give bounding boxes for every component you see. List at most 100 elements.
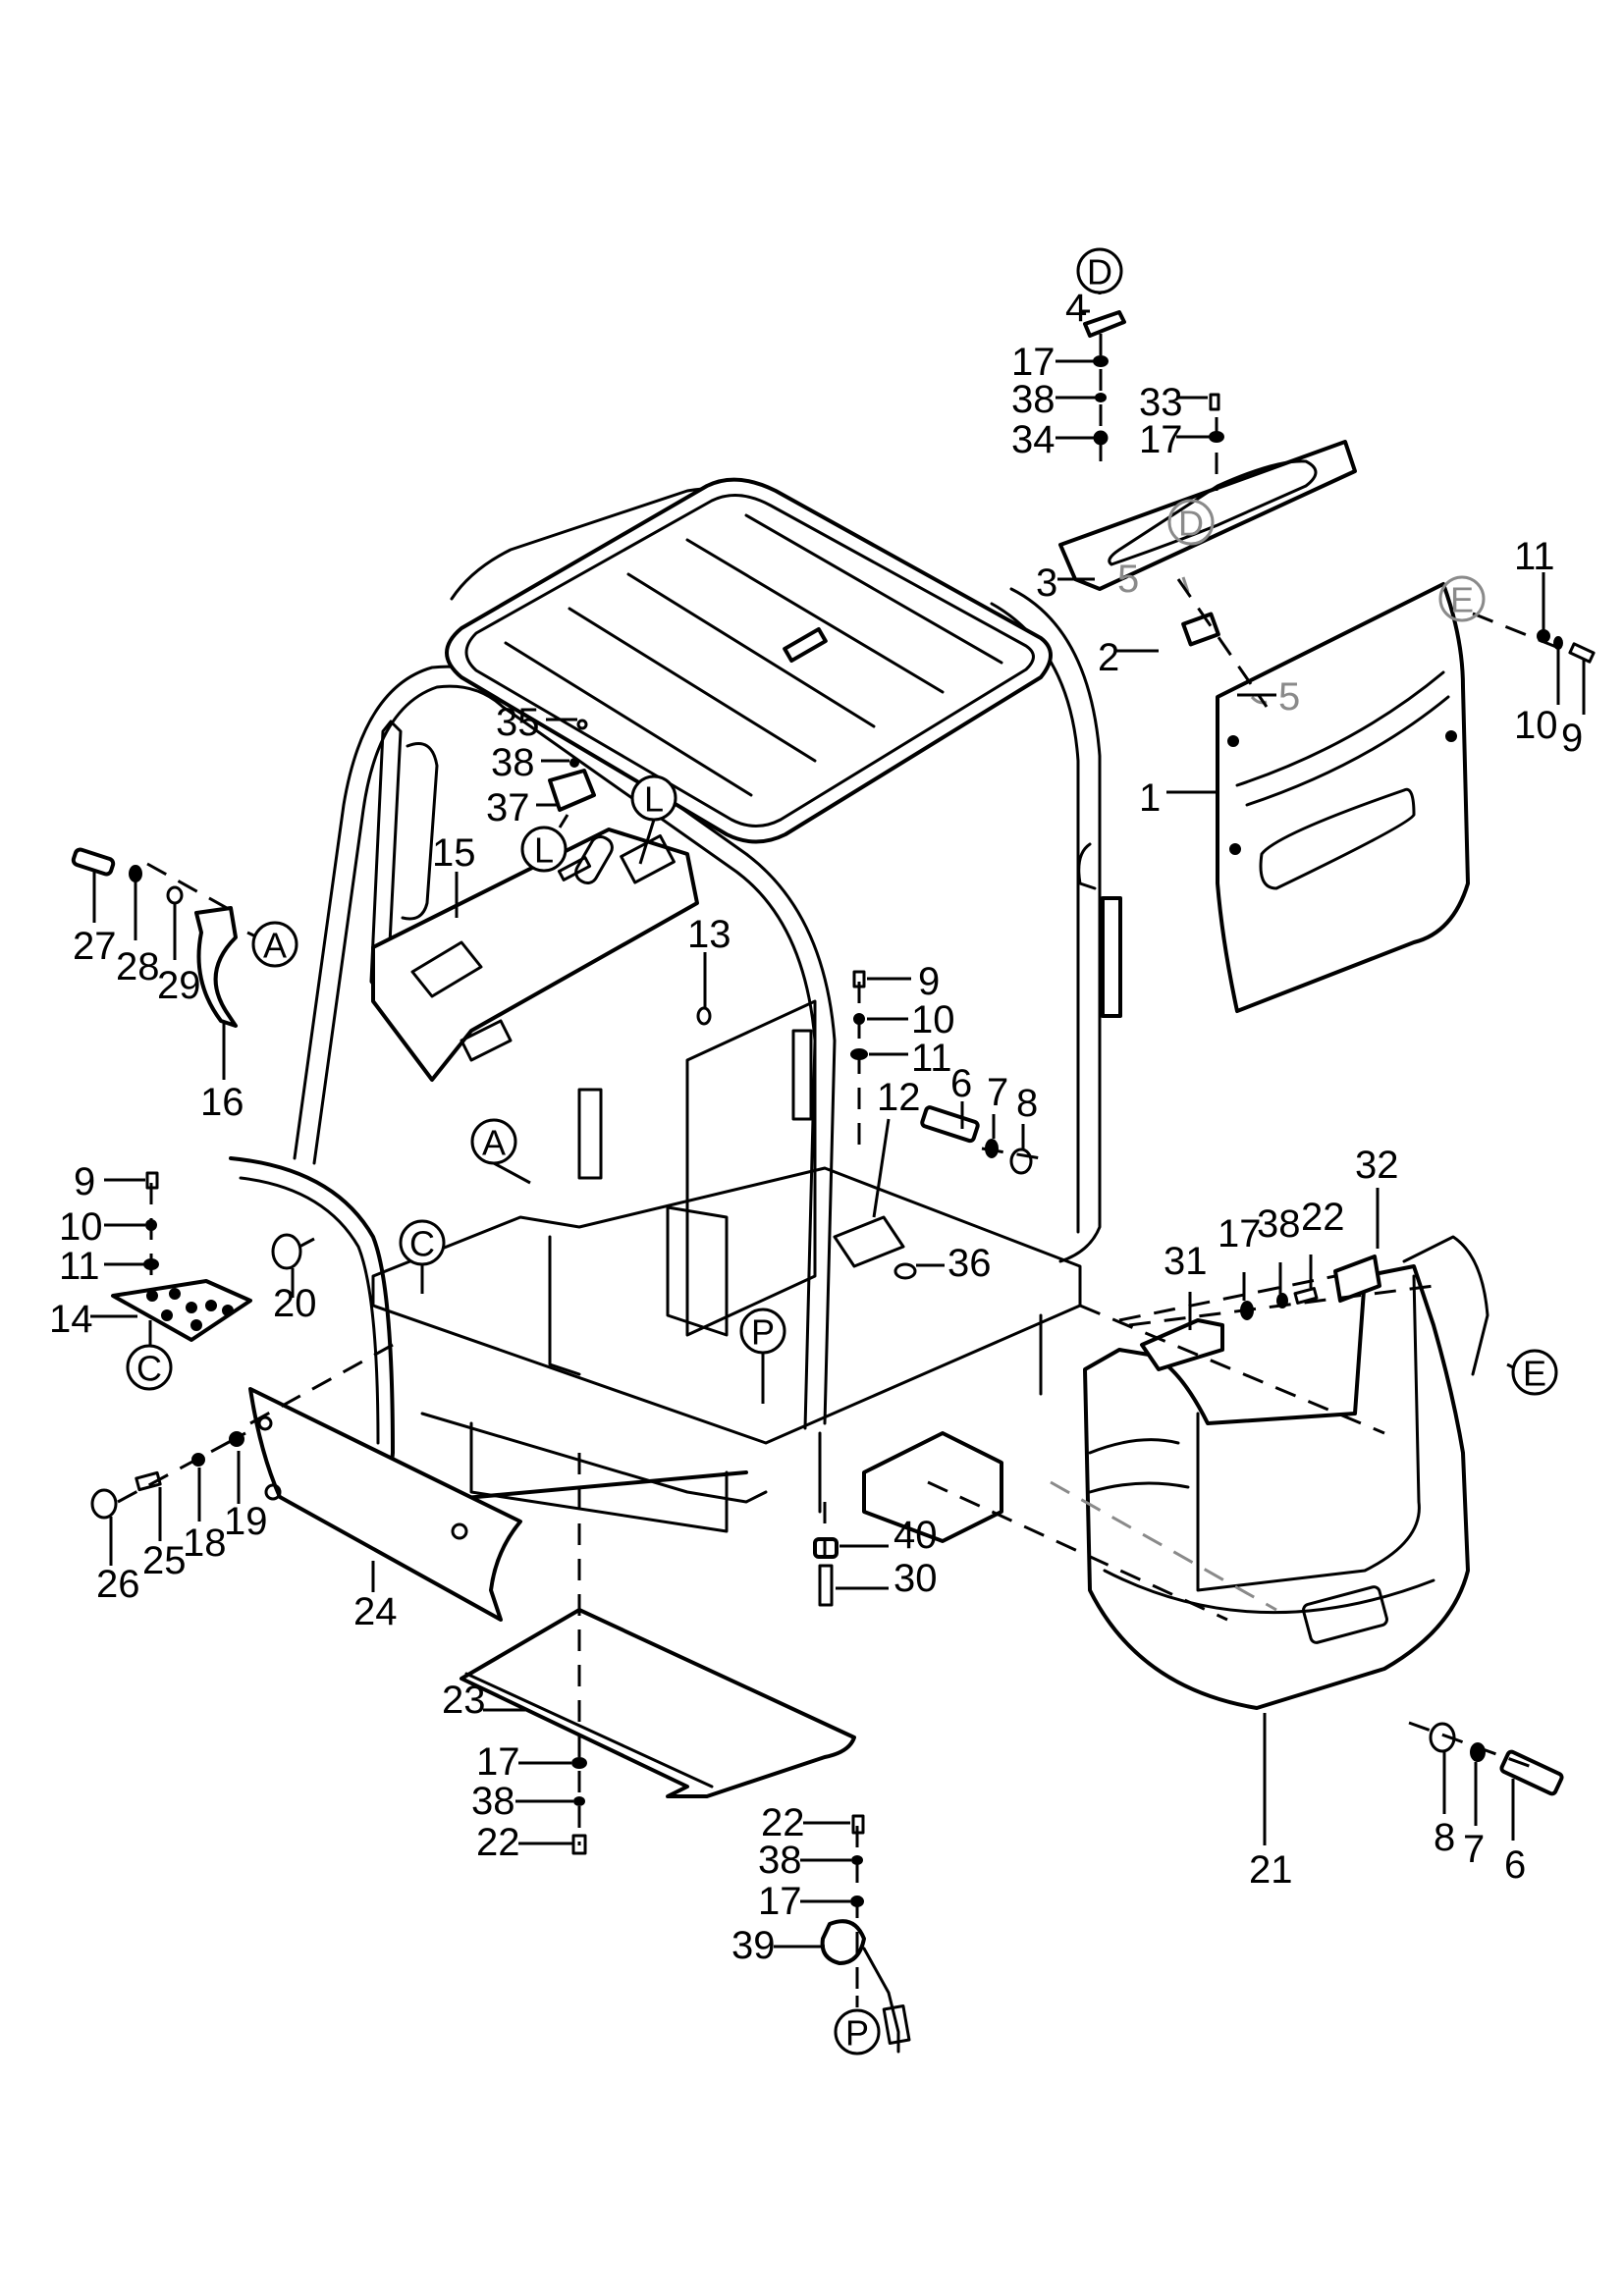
callout-part-31: 31 bbox=[1164, 1240, 1208, 1283]
reference-marker-d: D bbox=[1076, 247, 1123, 294]
reference-marker-d: D bbox=[1167, 499, 1215, 546]
latch-2 bbox=[1181, 612, 1220, 647]
floor-plate bbox=[371, 828, 699, 1082]
callout-part-10: 10 bbox=[1514, 704, 1558, 747]
reference-letter: D bbox=[1178, 504, 1204, 544]
callout-part-23: 23 bbox=[442, 1679, 486, 1722]
callout-part-8: 8 bbox=[1434, 1816, 1455, 1859]
bracket-4 bbox=[1083, 310, 1126, 338]
callout-part-6: 6 bbox=[1504, 1843, 1526, 1887]
callout-part-6: 6 bbox=[950, 1062, 972, 1105]
callout-part-38: 38 bbox=[758, 1839, 802, 1882]
reference-circle bbox=[520, 826, 568, 873]
callout-part-17: 17 bbox=[1218, 1212, 1262, 1255]
callout-part-34: 34 bbox=[1011, 418, 1056, 461]
counterweight-21 bbox=[1083, 1235, 1489, 1710]
callout-part-40: 40 bbox=[893, 1514, 938, 1557]
callout-part-27: 27 bbox=[73, 925, 117, 968]
callout-part-3: 3 bbox=[1036, 561, 1057, 605]
callout-part-26: 26 bbox=[96, 1563, 140, 1606]
reference-letter: A bbox=[263, 926, 287, 966]
callout-part-20: 20 bbox=[273, 1282, 317, 1325]
callout-part-11: 11 bbox=[59, 1245, 100, 1288]
reference-circle bbox=[739, 1308, 786, 1355]
reference-marker-p: P bbox=[834, 2008, 881, 2056]
callout-part-9: 9 bbox=[74, 1160, 95, 1203]
callout-part-33: 33 bbox=[1139, 381, 1183, 424]
reference-letter: L bbox=[644, 779, 664, 820]
callout-part-12: 12 bbox=[877, 1076, 921, 1119]
reference-circle bbox=[470, 1118, 517, 1165]
callout-part-39: 39 bbox=[731, 1924, 776, 1967]
reference-circle bbox=[126, 1344, 173, 1391]
reference-marker-l: L bbox=[520, 826, 568, 873]
under-cover-23 bbox=[460, 1608, 856, 1798]
callout-part-17: 17 bbox=[476, 1740, 520, 1784]
reference-marker-c: C bbox=[399, 1219, 446, 1266]
rear-panel-1 bbox=[1216, 582, 1470, 1013]
callout-part-8: 8 bbox=[1016, 1082, 1038, 1125]
reference-letter: D bbox=[1087, 252, 1112, 293]
reference-letter: C bbox=[136, 1349, 162, 1389]
callout-part-10: 10 bbox=[59, 1205, 103, 1249]
callout-part-22: 22 bbox=[761, 1801, 805, 1844]
reference-letter: C bbox=[409, 1224, 435, 1264]
reference-marker-l: L bbox=[630, 774, 677, 822]
callout-part-1: 1 bbox=[1139, 776, 1161, 820]
callout-part-29: 29 bbox=[157, 964, 201, 1007]
reference-marker-e: E bbox=[1438, 575, 1486, 622]
callout-part-16: 16 bbox=[200, 1081, 244, 1124]
callout-part-4: 4 bbox=[1065, 287, 1087, 330]
side-cover-24 bbox=[248, 1387, 522, 1622]
reference-letter: E bbox=[1523, 1354, 1546, 1394]
reference-marker-a: A bbox=[470, 1118, 517, 1165]
callout-part-10: 10 bbox=[911, 998, 955, 1041]
reference-letter: L bbox=[534, 830, 554, 871]
callout-part-32: 32 bbox=[1355, 1144, 1399, 1187]
reference-letter: P bbox=[751, 1312, 775, 1353]
callout-part-30: 30 bbox=[893, 1557, 938, 1600]
callout-part-15: 15 bbox=[432, 831, 476, 875]
callout-part-11: 11 bbox=[1514, 535, 1555, 578]
callout-part-24: 24 bbox=[353, 1590, 398, 1633]
callout-part-18: 18 bbox=[183, 1522, 227, 1565]
callout-part-22: 22 bbox=[1301, 1196, 1345, 1239]
callout-part-2: 2 bbox=[1098, 636, 1119, 679]
callout-part-19: 19 bbox=[224, 1500, 268, 1543]
callout-part-17: 17 bbox=[1011, 341, 1056, 384]
callout-part-22: 22 bbox=[476, 1821, 520, 1864]
callout-part-37: 37 bbox=[486, 786, 530, 829]
reference-markers: D D E L L A A C C P P E bbox=[126, 247, 1558, 2056]
reference-marker-e: E bbox=[1511, 1349, 1558, 1396]
reference-letter: A bbox=[482, 1123, 506, 1163]
reference-circle bbox=[630, 774, 677, 822]
reference-circle bbox=[1511, 1349, 1558, 1396]
reference-letter: E bbox=[1450, 580, 1474, 620]
callout-part-11: 11 bbox=[911, 1037, 952, 1080]
callout-part-17: 17 bbox=[758, 1880, 802, 1923]
assembly-lines bbox=[117, 334, 1572, 1993]
reference-letter: P bbox=[845, 2013, 869, 2054]
callout-part-5: 5 bbox=[1278, 675, 1300, 719]
callout-part-14: 14 bbox=[49, 1298, 93, 1341]
callout-part-28: 28 bbox=[116, 945, 160, 988]
callout-part-25: 25 bbox=[142, 1539, 187, 1582]
reference-marker-c: C bbox=[126, 1344, 173, 1391]
callout-part-21: 21 bbox=[1249, 1848, 1293, 1892]
callout-part-36: 36 bbox=[947, 1242, 992, 1285]
reference-marker-p: P bbox=[739, 1308, 786, 1355]
callout-part-38: 38 bbox=[1011, 378, 1056, 421]
canopy-frame bbox=[293, 477, 1122, 1430]
callout-part-38: 38 bbox=[471, 1780, 515, 1823]
callout-part-7: 7 bbox=[1463, 1828, 1485, 1871]
main-frame bbox=[229, 999, 1082, 1543]
reference-circle bbox=[399, 1219, 446, 1266]
reference-circle bbox=[834, 2008, 881, 2056]
callout-part-9: 9 bbox=[918, 960, 940, 1003]
reference-circle bbox=[1167, 499, 1215, 546]
callout-part-9: 9 bbox=[1561, 717, 1583, 760]
callout-part-38: 38 bbox=[491, 741, 535, 784]
top-cover-3 bbox=[1058, 440, 1357, 591]
